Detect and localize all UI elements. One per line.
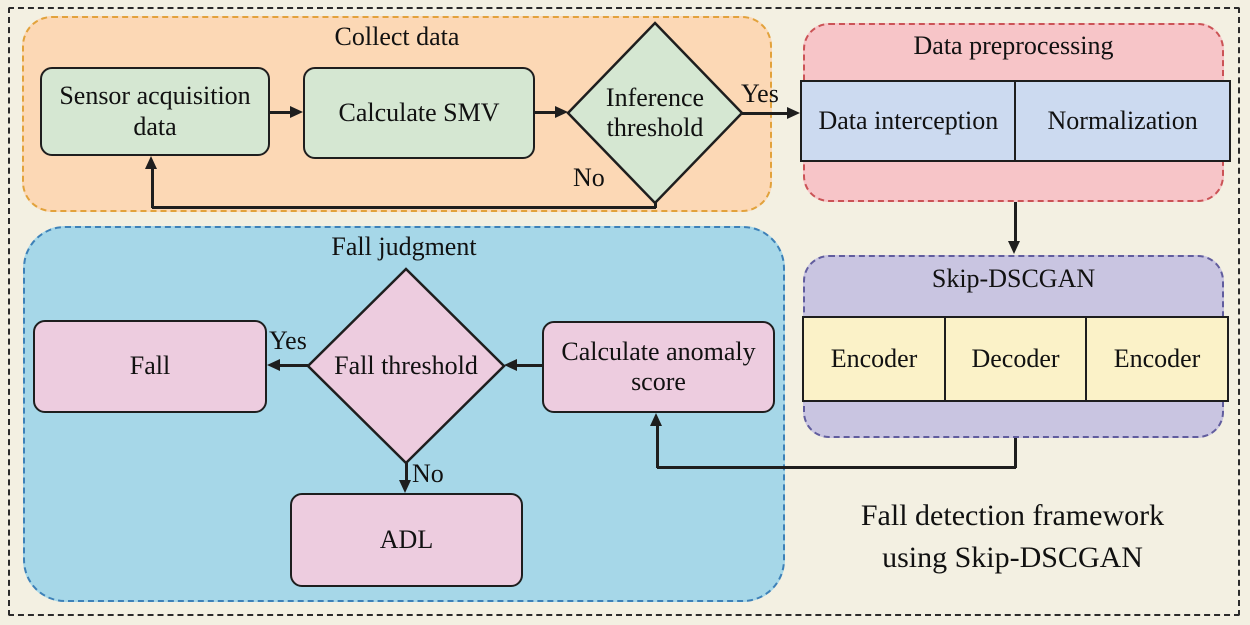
cell-encoder-1: Encoder — [802, 316, 946, 402]
node-calculate-smv: Calculate SMV — [303, 67, 535, 159]
cell-encoder-1-label: Encoder — [830, 344, 918, 373]
cell-data-interception: Data interception — [800, 80, 1017, 162]
edge-inference-no-drop — [654, 202, 657, 208]
node-fall: Fall — [33, 320, 267, 413]
edge-inference-no-arrowhead — [145, 156, 157, 169]
node-fall-threshold: Fall threshold — [306, 267, 506, 465]
cell-normalization: Normalization — [1014, 80, 1231, 162]
edge-sensor-to-smv-line — [270, 111, 292, 114]
node-adl: ADL — [290, 493, 523, 587]
edge-preproc-to-skip-arrowhead — [1008, 241, 1020, 254]
edge-threshold-no-line — [405, 463, 408, 482]
label-fall-no: No — [412, 459, 444, 488]
node-adl-label: ADL — [379, 524, 434, 554]
edge-inference-yes-line — [742, 112, 788, 115]
preprocessing-row: Data interception Normalization — [800, 80, 1231, 162]
cell-decoder-label: Decoder — [971, 344, 1060, 373]
edge-inference-yes-arrowhead — [787, 107, 800, 119]
cell-decoder: Decoder — [943, 316, 1088, 402]
figure-caption: Fall detection framework using Skip-DSCG… — [785, 495, 1240, 579]
edge-inference-no-riser — [151, 168, 154, 208]
cell-encoder-2: Encoder — [1085, 316, 1229, 402]
fall-threshold-diamond-label: Fall threshold — [334, 351, 478, 381]
node-sensor-acquisition-data: Sensor acquisition data — [40, 67, 270, 156]
edge-skip-to-anomaly-arrowhead — [650, 413, 662, 426]
figure-caption-line2: using Skip-DSCGAN — [882, 541, 1143, 574]
edge-skip-output-drop — [1014, 438, 1017, 468]
edge-threshold-no-arrowhead — [399, 480, 411, 493]
edge-skip-to-anomaly-riser — [656, 425, 659, 468]
edge-sensor-to-smv-arrowhead — [290, 106, 303, 118]
collect-data-title: Collect data — [334, 22, 460, 51]
data-preprocessing-title: Data preprocessing — [913, 31, 1114, 60]
edge-smv-to-inference-arrowhead — [555, 106, 568, 118]
edge-smv-to-inference-line — [535, 111, 556, 114]
edge-anomaly-to-threshold-line — [516, 364, 542, 367]
edge-preproc-to-skip-line — [1014, 202, 1017, 242]
outer-dashed-frame — [8, 7, 1240, 616]
inference-diamond-label: Inference threshold — [605, 83, 705, 142]
cell-encoder-2-label: Encoder — [1113, 344, 1201, 373]
edge-threshold-yes-arrowhead — [267, 359, 280, 371]
cell-data-interception-label: Data interception — [818, 106, 999, 135]
edge-anomaly-to-threshold-arrowhead — [504, 359, 517, 371]
cell-normalization-label: Normalization — [1047, 106, 1198, 135]
label-fall-yes: Yes — [269, 326, 307, 355]
edge-inference-no-line — [152, 206, 656, 209]
node-calculate-anomaly-score: Calculate anomaly score — [542, 321, 775, 413]
node-smv-label: Calculate SMV — [338, 97, 500, 127]
node-fall-label: Fall — [129, 351, 171, 381]
edge-threshold-yes-line — [279, 364, 308, 367]
label-inference-yes: Yes — [741, 79, 779, 108]
node-anomaly-label: Calculate anomaly score — [561, 336, 756, 396]
edge-skip-to-anomaly-line — [657, 466, 1016, 469]
label-inference-no: No — [573, 163, 605, 192]
skip-dscgan-row: Encoder Decoder Encoder — [802, 316, 1229, 402]
node-inference-threshold: Inference threshold — [566, 21, 744, 205]
fall-judgment-title: Fall judgment — [331, 232, 477, 261]
node-sensor-label: Sensor acquisition data — [59, 81, 251, 141]
skip-dscgan-title: Skip-DSCGAN — [931, 264, 1096, 293]
figure-caption-line1: Fall detection framework — [860, 499, 1165, 532]
